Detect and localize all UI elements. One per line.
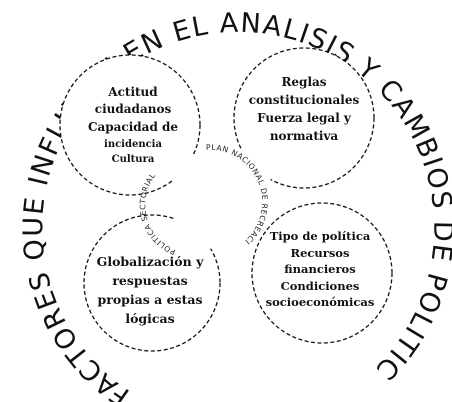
top-right-line: normativa bbox=[270, 129, 339, 143]
top-right-factors: Reglas constitucionales Fuerza legal y n… bbox=[249, 75, 360, 143]
circle-top-right bbox=[233, 47, 375, 189]
top-left-line: Cultura bbox=[112, 154, 155, 165]
bottom-right-factors: Tipo de política Recursos financieros Co… bbox=[266, 229, 375, 309]
bottom-left-line: respuestas bbox=[112, 273, 187, 288]
bottom-right-line: Condiciones bbox=[281, 279, 360, 293]
bottom-right-line: financieros bbox=[284, 262, 355, 276]
top-left-factors: Actitud ciudadanos Capacidad de incidenc… bbox=[88, 85, 178, 165]
circle-bottom-left bbox=[83, 214, 221, 352]
top-left-line: incidencia bbox=[104, 139, 162, 150]
bottom-right-line: Tipo de política bbox=[270, 229, 371, 243]
bottom-left-factors: Globalización y respuestas propias a est… bbox=[97, 254, 204, 326]
top-left-line: Actitud bbox=[107, 85, 158, 99]
top-left-line: ciudadanos bbox=[95, 102, 172, 116]
bottom-left-line: Globalización y bbox=[97, 254, 204, 269]
circle-top-left bbox=[59, 54, 201, 196]
top-left-line: Capacidad de bbox=[88, 120, 178, 134]
bottom-right-line: Recursos bbox=[291, 246, 350, 260]
top-right-line: Fuerza legal y bbox=[257, 111, 352, 125]
bottom-right-line: socioeconómicas bbox=[266, 295, 375, 309]
flower-shape bbox=[59, 47, 393, 352]
top-right-line: Reglas bbox=[281, 75, 326, 89]
top-right-line: constitucionales bbox=[249, 93, 360, 107]
bottom-left-line: lógicas bbox=[125, 311, 174, 326]
circle-bottom-right bbox=[251, 202, 393, 344]
bottom-left-line: propias a estas bbox=[98, 292, 203, 307]
center-hub bbox=[170, 146, 274, 250]
